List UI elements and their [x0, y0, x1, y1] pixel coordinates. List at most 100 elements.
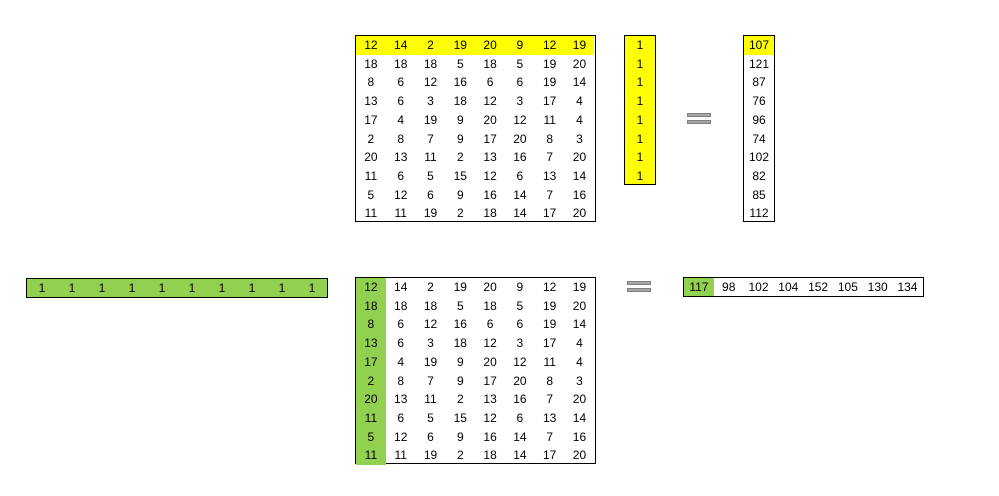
top-matrix-cell: 16 [483, 187, 497, 202]
bottom-matrix-cell: 9 [456, 429, 464, 444]
row-sum-cell: 107 [744, 36, 774, 55]
bottom-matrix-cell: 5 [456, 298, 464, 313]
bottom-matrix-cell: 6 [397, 317, 405, 332]
top-matrix-cell: 2 [415, 36, 446, 55]
top-matrix-cell: 18 [483, 56, 497, 71]
bottom-matrix-cell: 12 [483, 336, 497, 351]
ones-column-cell: 1 [636, 131, 644, 146]
top-matrix-cell: 6 [427, 187, 434, 202]
top-matrix-cell: 20 [475, 36, 505, 55]
bottom-matrix-cell: 12 [543, 280, 557, 294]
bottom-matrix-cell: 7 [546, 392, 554, 407]
bottom-matrix-cell: 14 [513, 429, 527, 444]
bottom-matrix-cell: 16 [513, 392, 527, 407]
top-matrix-cell: 19 [423, 206, 438, 221]
top-matrix-cell: 18 [364, 56, 378, 71]
top-matrix-cell: 20 [572, 56, 587, 71]
col-sum-cell: 152 [808, 280, 829, 294]
top-matrix-cell: 3 [576, 131, 583, 146]
row-sum-cell: 112 [749, 206, 769, 221]
bottom-matrix-cell: 17 [356, 352, 386, 372]
ones-column-cell: 1 [636, 150, 644, 165]
bottom-matrix-cell: 6 [516, 410, 524, 425]
row-sum-cell: 87 [752, 75, 766, 90]
top-matrix-cell: 4 [397, 112, 405, 127]
top-matrix-cell: 5 [367, 187, 375, 202]
top-matrix-cell: 18 [423, 56, 438, 71]
bottom-matrix-cell: 20 [572, 448, 587, 463]
top-matrix-cell: 13 [364, 94, 378, 109]
top-matrix-cell: 20 [483, 112, 497, 127]
top-matrix-cell: 12 [394, 187, 408, 202]
top-matrix-cell: 3 [516, 94, 524, 109]
top-matrix-cell: 12 [483, 94, 497, 109]
top-matrix-cell: 20 [513, 131, 527, 146]
equals-sign-bottom [627, 281, 651, 293]
bottom-matrix-cell: 14 [513, 448, 527, 463]
bottom-matrix-cell: 8 [546, 373, 554, 388]
row-sum-cell: 96 [752, 112, 766, 127]
bottom-matrix-cell: 19 [423, 354, 438, 369]
ones-column-cell: 1 [636, 168, 644, 183]
bottom-matrix-cell: 18 [394, 298, 408, 313]
bottom-matrix-cell: 12 [423, 317, 438, 332]
bottom-matrix-cell: 2 [427, 280, 434, 294]
top-matrix-cell: 9 [504, 36, 535, 55]
ones-column-cell: 1 [636, 94, 644, 109]
bottom-matrix-cell: 13 [394, 392, 408, 407]
bottom-matrix-cell: 13 [543, 410, 557, 425]
col-sum-cell: 98 [722, 280, 736, 294]
top-matrix-cell: 6 [397, 94, 405, 109]
top-matrix-cell: 14 [572, 168, 587, 183]
top-matrix-cell: 11 [543, 112, 556, 127]
col-sum-cell: 104 [778, 280, 799, 294]
row-sum-cell: 102 [748, 150, 770, 165]
bottom-matrix-cell: 3 [516, 336, 524, 351]
top-matrix-cell: 9 [456, 112, 464, 127]
ones-row-cell: 1 [278, 281, 286, 295]
bottom-matrix-cell: 16 [572, 429, 587, 444]
top-matrix-cell: 17 [483, 131, 497, 146]
top-matrix-cell: 5 [427, 168, 434, 183]
bottom-matrix-cell: 12 [513, 354, 527, 369]
top-matrix-cell: 17 [543, 206, 557, 221]
bottom-matrix-cell: 8 [356, 315, 386, 335]
bottom-matrix-cell: 9 [456, 373, 464, 388]
ones-column-cell: 1 [636, 56, 644, 71]
top-matrix-cell: 9 [456, 131, 464, 146]
bottom-matrix-cell: 11 [356, 446, 386, 466]
bottom-matrix-cell: 18 [356, 296, 386, 316]
top-matrix-cell: 5 [456, 56, 464, 71]
top-matrix-cell: 16 [453, 75, 467, 90]
bottom-matrix-cell: 5 [427, 410, 434, 425]
bottom-matrix-cell: 17 [543, 336, 557, 351]
top-matrix-cell: 6 [486, 75, 494, 90]
top-matrix-cell: 6 [397, 168, 405, 183]
top-matrix-cell: 6 [516, 75, 524, 90]
top-matrix-cell: 20 [572, 206, 587, 221]
bottom-matrix-cell: 2 [456, 448, 464, 463]
row-sum-cell: 76 [752, 94, 766, 109]
ones-row-cell: 1 [38, 281, 46, 295]
bottom-matrix-cell: 20 [356, 390, 386, 409]
ones-row-cell: 1 [248, 281, 256, 295]
top-matrix-cell: 19 [564, 36, 595, 55]
bottom-matrix-cell: 6 [427, 429, 434, 444]
top-matrix-cell: 12 [483, 168, 497, 183]
top-matrix-cell: 11 [424, 150, 437, 165]
top-matrix-cell: 4 [576, 112, 583, 127]
bottom-matrix-cell: 2 [356, 371, 386, 391]
bottom-matrix-cell: 19 [423, 448, 438, 463]
